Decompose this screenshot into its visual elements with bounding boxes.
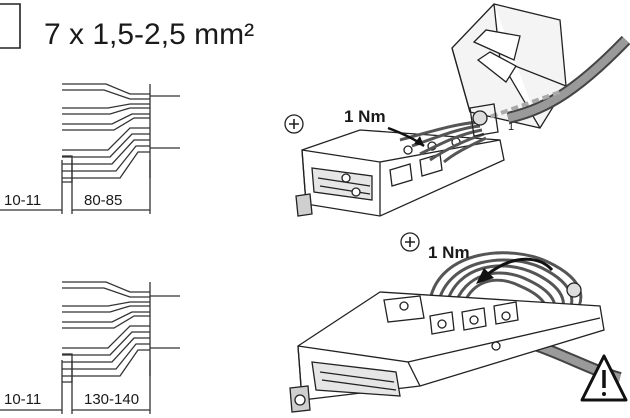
strip-diagram-bottom	[0, 281, 180, 414]
adapter-open-illustration	[295, 3, 630, 217]
screwdriver-icon	[400, 232, 420, 252]
strip-length-bottom: 10-11	[4, 391, 41, 408]
spec-box	[0, 3, 21, 49]
clamp-screw	[566, 282, 582, 298]
cut-length-top: 80-85	[84, 192, 122, 209]
strip-length-top: 10-11	[4, 192, 41, 209]
wire-bundle-top	[62, 83, 180, 183]
adapter-cover	[451, 3, 567, 129]
adapter-body-closed	[289, 282, 605, 413]
warning-icon	[580, 354, 628, 402]
wire-bundle-bottom	[62, 281, 180, 383]
torque-arrow-2	[487, 257, 554, 276]
adapter-body-open	[295, 129, 505, 217]
torque-label-open: 1 Nm	[344, 107, 386, 126]
wire-spec-label: 7 x 1,5-2,5 mm²	[44, 18, 254, 51]
strip-diagram-top	[0, 83, 180, 214]
cut-length-bottom: 130-140	[84, 391, 139, 408]
wire-number-label: 1	[508, 121, 514, 133]
adapter-closed-illustration	[289, 251, 622, 413]
torque-label-close: 1 Nm	[428, 243, 470, 262]
screwdriver-icon	[284, 114, 304, 134]
strain-relief-screw	[472, 110, 488, 126]
